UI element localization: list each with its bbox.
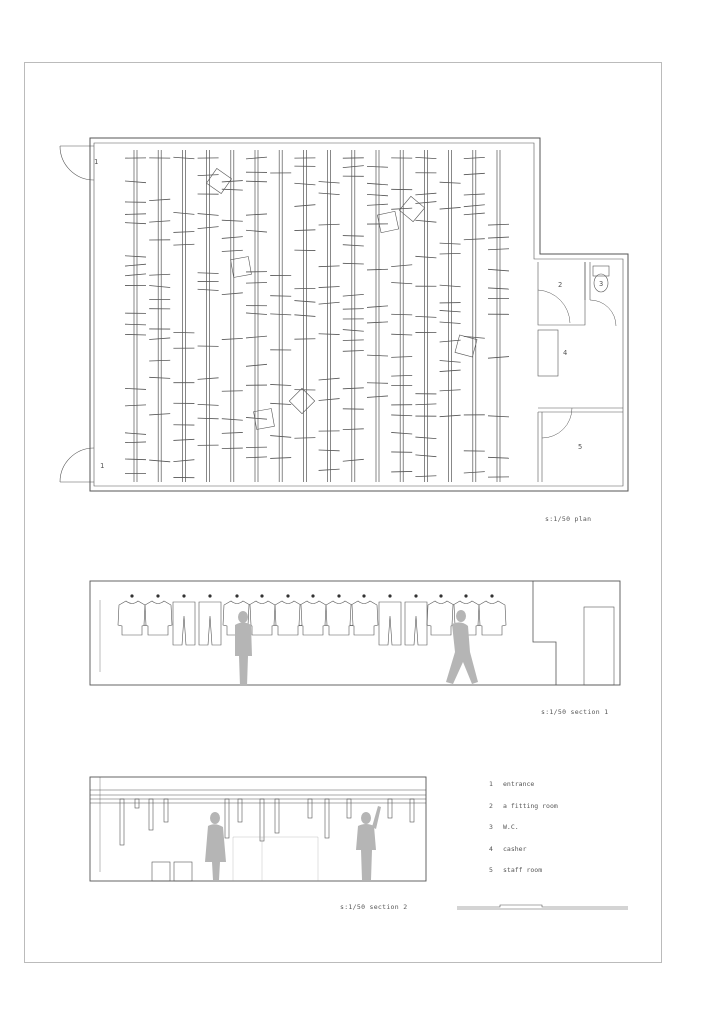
entrance-door-top <box>59 145 95 181</box>
plan-label-fitting-room: 2 <box>558 281 563 289</box>
section1-caption: s:1/50 section 1 <box>541 708 609 716</box>
section-1-elevation <box>89 580 621 686</box>
section2-caption: s:1/50 section 2 <box>340 903 408 911</box>
scale-bar <box>457 904 628 910</box>
plan-label-staff-room: 5 <box>578 443 583 451</box>
section-2-elevation <box>89 776 427 882</box>
plan-caption: s:1/50 plan <box>545 515 592 523</box>
plan-label-entrance-top: 1 <box>94 158 99 166</box>
plan-label-entrance-bottom: 1 <box>100 462 105 470</box>
drawing-sheet <box>24 62 662 963</box>
floor-plan <box>59 137 629 492</box>
entrance-door-bottom <box>59 447 95 483</box>
plan-label-casher: 4 <box>563 349 568 357</box>
plan-label-wc: 3 <box>599 280 604 288</box>
